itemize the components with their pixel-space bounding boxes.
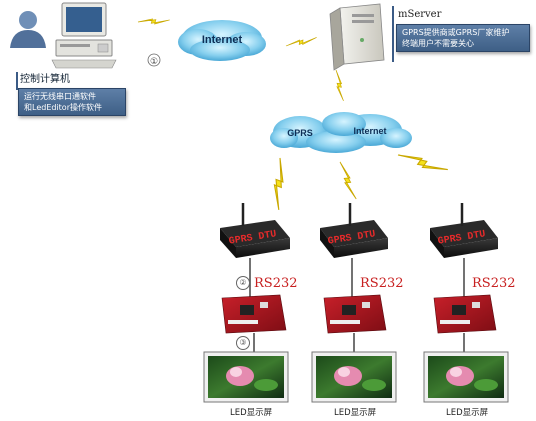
step-1-label: ① [150,57,158,67]
internet-label-2: Internet [353,126,386,136]
gprs-label: GPRS [287,128,313,138]
user-icon [10,11,46,48]
led-screen-3 [423,351,509,403]
rs232-label-1: RS232 [254,276,298,291]
wireless-link-icon [326,69,353,102]
led-controller-board-3 [433,294,497,334]
server-icon [329,3,385,71]
led-screen-1 [203,351,289,403]
server-note-line-1: GPRS提供商或GPRS厂家维护 [402,28,510,37]
rs232-label-2: RS232 [360,276,404,291]
gprs-dtu-1 [220,203,290,258]
computer-note-line-2: 和LedEditor操作软件 [24,103,102,112]
gprs-dtu-2 [320,203,388,258]
led-controller-board-2 [323,294,387,334]
internet-label: Internet [202,34,243,46]
server-note: GPRS提供商或GPRS厂家维护 终端用户不需要关心 [396,24,530,52]
internet-cloud [178,20,266,61]
led-screen-2 [311,351,397,403]
rs232-label-3: RS232 [472,276,516,291]
led-controller-board-1 [221,294,287,334]
wireless-link-icon [333,161,363,200]
gprs-internet-cloud [270,112,412,153]
server-name: mServer [398,9,442,20]
computer-icon [51,2,117,69]
computer-note: 运行无线串口通软件 和LedEditor操作软件 [18,88,126,116]
step-3-label: ③ [236,336,250,350]
led-caption-1: LED显示屏 [230,408,273,418]
step-2-label: ② [236,276,250,290]
wireless-link-icon [254,157,305,211]
led-caption-2: LED显示屏 [334,408,377,418]
wireless-link-icon [285,28,317,55]
led-caption-3: LED显示屏 [446,408,489,418]
gprs-dtu-3 [430,203,498,258]
computer-label: 控制计算机 [20,74,70,85]
wireless-link-icon [137,6,170,36]
computer-note-line-1: 运行无线串口通软件 [24,92,96,101]
server-note-line-2: 终端用户不需要关心 [402,39,474,48]
